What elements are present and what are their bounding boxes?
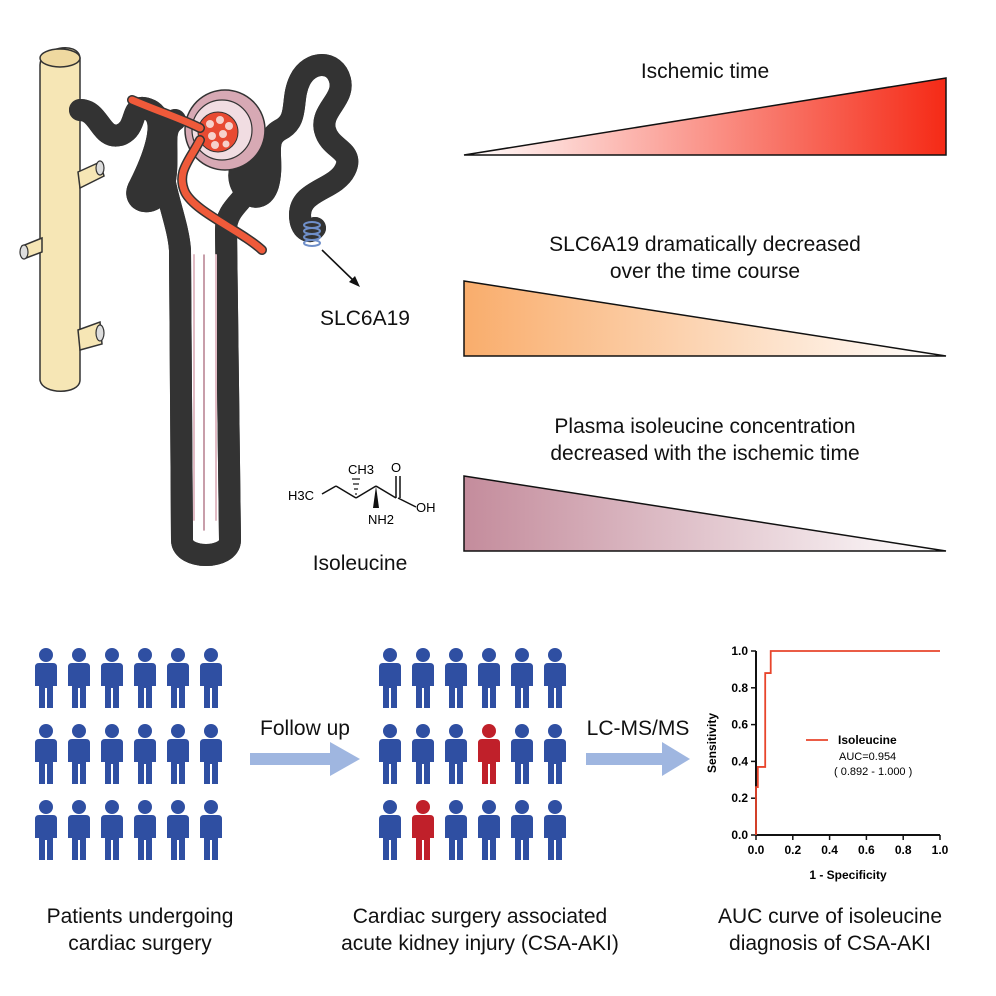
follow-up-arrow-icon: [250, 742, 360, 776]
caption-csa-aki-line1: Cardiac surgery associated: [352, 905, 608, 928]
person-icon: [544, 648, 566, 708]
person-icon: [68, 724, 90, 784]
person-icon: [478, 800, 500, 860]
gradient-wedge-isoleucine: [463, 475, 947, 552]
y-axis-label: Sensitivity: [705, 713, 719, 773]
caption-csa-aki: Cardiac surgery associated acute kidney …: [310, 903, 650, 957]
x-tick-label: 0.8: [895, 843, 912, 857]
caption-auc-line1: AUC curve of isoleucine: [717, 905, 943, 928]
nephron-illustration: [19, 47, 360, 600]
arteriole: [127, 95, 267, 255]
person-icon: [379, 800, 401, 860]
caption-auc-line2: diagnosis of CSA-AKI: [729, 932, 931, 955]
person-icon: [167, 648, 189, 708]
x-tick-label: 0.2: [784, 843, 801, 857]
lc-ms-ms-arrow-icon: [586, 742, 690, 776]
auc-ci-annotation: ( 0.892 - 1.000 ): [834, 766, 912, 778]
gradient-title-isoleucine-line1: Plasma isoleucine concentration: [554, 415, 856, 438]
auc-annotation: AUC=0.954: [839, 751, 896, 763]
transporter-pointer-arrow: [321, 249, 360, 287]
gradient-title-slc6a19-line2: over the time course: [609, 260, 801, 283]
person-icon: [445, 800, 467, 860]
y-tick-label: 0.4: [731, 754, 748, 768]
solid-wedge: [373, 486, 379, 508]
person-icon: [478, 648, 500, 708]
atom-nh2: NH2: [368, 512, 394, 527]
person-icon: [379, 648, 401, 708]
roc-chart: 0.0 0.2 0.4 0.6 0.8 1.0 0.0 0.2 0.4 0.6 0.8 1.0 1 - …: [705, 644, 949, 882]
person-icon: [101, 648, 123, 708]
gradient-title-slc6a19: SLC6A19 dramatically decreased over the …: [464, 231, 946, 285]
person-icon: [511, 724, 533, 784]
person-icon: [167, 800, 189, 860]
gradient-wedge-slc6a19: [463, 280, 947, 357]
person-icon: [134, 648, 156, 708]
isoleucine-label: Isoleucine: [312, 552, 408, 575]
aki-person-icon: [478, 724, 500, 784]
isoleucine-structure: CH3 H3C O OH NH2: [288, 460, 436, 527]
gradient-wedge-ischemic-time: [463, 77, 947, 156]
caption-patients-line1: Patients undergoing: [46, 905, 234, 928]
person-icon: [200, 648, 222, 708]
person-icon: [35, 724, 57, 784]
y-tick-label: 0.6: [731, 718, 748, 732]
y-tick-label: 0.2: [731, 791, 748, 805]
person-icon: [134, 800, 156, 860]
person-icon: [101, 724, 123, 784]
hashed-wedge: [352, 478, 360, 495]
gradient-title-isoleucine: Plasma isoleucine concentration decrease…: [464, 413, 946, 467]
person-icon: [544, 724, 566, 784]
collecting-duct: [19, 47, 105, 392]
person-icon: [35, 800, 57, 860]
gradient-title-isoleucine-line2: decreased with the ischemic time: [550, 442, 860, 465]
x-tick-label: 0.4: [821, 843, 838, 857]
person-icon: [511, 800, 533, 860]
gradient-title-slc6a19-line1: SLC6A19 dramatically decreased: [549, 233, 861, 256]
caption-patients-line2: cardiac surgery: [68, 932, 212, 955]
person-icon: [379, 724, 401, 784]
atom-oh: OH: [416, 500, 436, 515]
legend-label: Isoleucine: [838, 733, 897, 747]
renal-tubule: [69, 65, 347, 555]
people-group-csa-aki: [379, 648, 566, 860]
x-tick-label: 1.0: [932, 843, 949, 857]
x-tick-label: 0.0: [748, 843, 765, 857]
arrow-label-follow-up: Follow up: [260, 717, 350, 740]
person-icon: [68, 800, 90, 860]
people-group-all-patients: [35, 648, 222, 860]
person-icon: [134, 724, 156, 784]
transporter-label: SLC6A19: [320, 307, 410, 330]
caption-csa-aki-line2: acute kidney injury (CSA-AKI): [341, 932, 619, 955]
person-icon: [511, 648, 533, 708]
roc-curve-line: [755, 650, 940, 835]
person-icon: [412, 648, 434, 708]
transporter-coil-icon: [303, 221, 321, 247]
person-icon: [68, 648, 90, 708]
y-tick-label: 1.0: [731, 644, 748, 658]
caption-patients: Patients undergoing cardiac surgery: [10, 903, 270, 957]
x-tick-label: 0.6: [858, 843, 875, 857]
atom-ch3: CH3: [348, 462, 374, 477]
atom-o: O: [391, 460, 401, 475]
person-icon: [35, 648, 57, 708]
person-icon: [200, 724, 222, 784]
person-icon: [167, 724, 189, 784]
person-icon: [412, 724, 434, 784]
person-icon: [101, 800, 123, 860]
person-icon: [445, 648, 467, 708]
person-icon: [445, 724, 467, 784]
glomerulus: [184, 89, 266, 171]
y-tick-label: 0.0: [731, 828, 748, 842]
caption-auc: AUC curve of isoleucine diagnosis of CSA…: [690, 903, 970, 957]
person-icon: [544, 800, 566, 860]
x-axis-label: 1 - Specificity: [809, 868, 887, 882]
aki-person-icon: [412, 800, 434, 860]
arrow-label-lc-ms-ms: LC-MS/MS: [586, 717, 690, 740]
atom-h3c: H3C: [288, 488, 314, 503]
person-icon: [200, 800, 222, 860]
y-tick-label: 0.8: [731, 681, 748, 695]
gradient-title-ischemic-time: Ischemic time: [640, 60, 770, 83]
